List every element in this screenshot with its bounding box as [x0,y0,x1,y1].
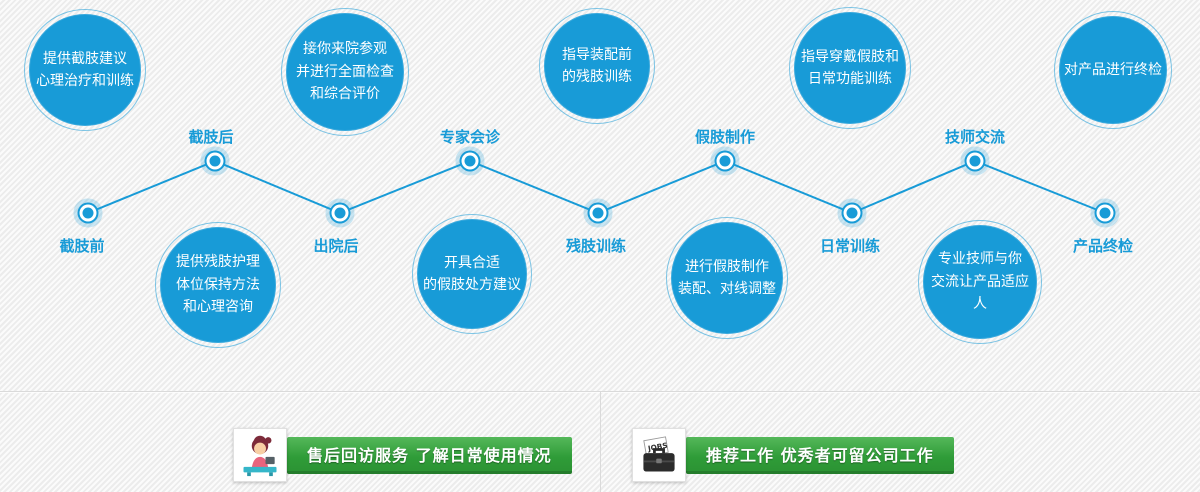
job-recommendation-banner[interactable]: JOBS 推荐工作 优秀者可留公司工作 [632,428,954,482]
flow-bubble-text: 专业技师与你 交流让产品适应人 [931,251,1029,313]
flow-node [209,155,221,167]
flow-node [846,207,858,219]
flow-bubble-disc: 指导穿戴假肢和 日常功能训练 [794,12,906,124]
flow-bubble: 提供截肢建议 心理治疗和训练 [24,9,146,131]
flow-bubble-text: 指导穿戴假肢和 日常功能训练 [801,48,899,87]
flow-bubble-text: 提供残肢护理 体位保持方法 和心理咨询 [176,254,260,316]
node-label: 专家会诊 [439,128,501,146]
node-label: 截肢后 [188,128,234,146]
after-sales-banner-text: 售后回访服务 了解日常使用情况 [307,445,552,465]
flow-bubble: 专业技师与你 交流让产品适应人 [918,220,1042,344]
flow-node [1099,207,1111,219]
flow-bubble-disc: 指导装配前 的残肢训练 [544,13,650,119]
after-sales-banner-bar: 售后回访服务 了解日常使用情况 [287,436,572,474]
flow-node [592,207,604,219]
node-label: 残肢训练 [565,237,627,255]
flow-bubble: 指导穿戴假肢和 日常功能训练 [789,7,911,129]
flow-bubble: 接你来院参观 并进行全面检查 和综合评价 [281,8,409,136]
flow-node [969,155,981,167]
flow-node [464,155,476,167]
flow-bubble-text: 指导装配前 的残肢训练 [562,46,632,85]
customer-service-icon [233,428,287,482]
flow-node [334,207,346,219]
after-sales-banner[interactable]: 售后回访服务 了解日常使用情况 [233,428,572,482]
flow-bubble: 开具合适 的假肢处方建议 [412,214,532,334]
flow-bubble-text: 进行假肢制作 装配、对线调整 [678,258,776,297]
flow-bubble-text: 对产品进行终检 [1064,61,1162,78]
job-recommendation-banner-bar: 推荐工作 优秀者可留公司工作 [686,436,954,474]
node-label: 假肢制作 [694,128,756,146]
node-label: 截肢前 [59,237,105,255]
flow-bubble-text: 提供截肢建议 心理治疗和训练 [36,50,134,89]
node-label: 技师交流 [944,128,1006,146]
flow-node [719,155,731,167]
node-label: 产品终检 [1072,237,1134,255]
flow-bubble-disc: 专业技师与你 交流让产品适应人 [923,225,1037,339]
jobs-briefcase-icon: JOBS [632,428,686,482]
flow-bubble-disc: 开具合适 的假肢处方建议 [417,219,527,329]
flow-bubble: 指导装配前 的残肢训练 [539,8,655,124]
flow-bubble-disc: 提供残肢护理 体位保持方法 和心理咨询 [160,227,276,343]
flow-node [82,207,94,219]
flow-bubble: 进行假肢制作 装配、对线调整 [666,217,788,339]
flow-bubble-disc: 提供截肢建议 心理治疗和训练 [29,14,141,126]
flow-bubble-disc: 进行假肢制作 装配、对线调整 [671,222,783,334]
flow-bubble: 对产品进行终检 [1054,11,1172,129]
flow-bubble: 提供残肢护理 体位保持方法 和心理咨询 [155,222,281,348]
flow-bubble-disc: 对产品进行终检 [1059,16,1167,124]
vertical-divider [600,391,601,492]
node-label: 日常训练 [819,237,881,255]
flow-bubble-text: 开具合适 的假肢处方建议 [423,254,521,293]
flow-bubble-disc: 接你来院参观 并进行全面检查 和综合评价 [286,13,404,131]
node-label: 出院后 [313,237,359,255]
job-recommendation-banner-text: 推荐工作 优秀者可留公司工作 [706,445,934,465]
flow-bubble-text: 接你来院参观 并进行全面检查 和综合评价 [296,41,394,103]
